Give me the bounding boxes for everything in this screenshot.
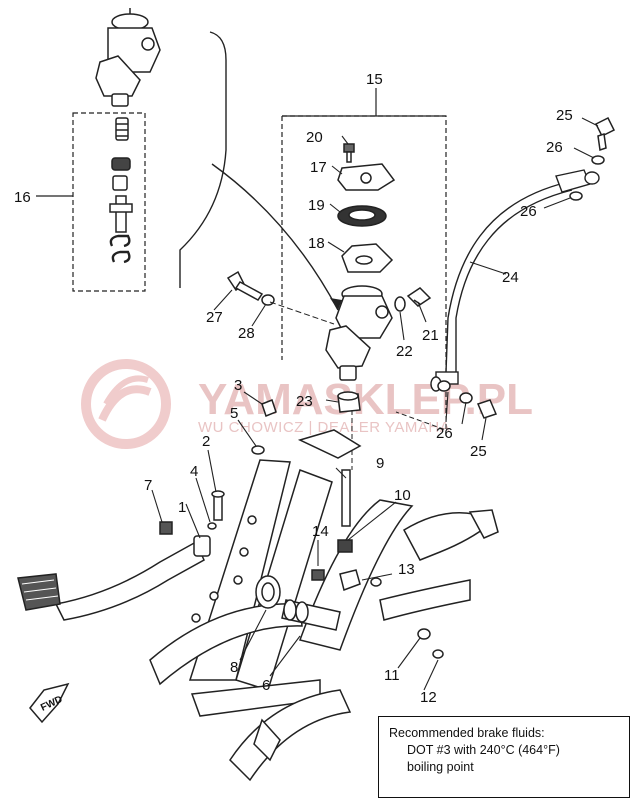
divider-curve: [179, 31, 227, 288]
callout-9: 9: [376, 455, 384, 472]
union-bolt-21: [394, 287, 432, 312]
assembly-arrow: [211, 163, 339, 311]
callout-12: 12: [420, 689, 437, 706]
small-hardware: [159, 399, 444, 659]
group-box-16: [72, 112, 146, 292]
brake-pedal-1: [17, 535, 211, 621]
callout-19: 19: [308, 197, 325, 214]
leader-lines: [151, 117, 599, 691]
callout-26-middle: 26: [520, 203, 537, 220]
assembly-arrow-head: [330, 298, 342, 310]
callout-23: 23: [296, 393, 313, 410]
callout-26-lower: 26: [436, 425, 453, 442]
master-cylinder-upper: [95, 8, 161, 107]
note-line-2: DOT #3 with 240°C (464°F): [407, 743, 560, 757]
alignment-line-28: [269, 301, 335, 325]
watermark-logo: [81, 359, 171, 449]
note-line-3: boiling point: [407, 760, 474, 774]
boot-23: [337, 391, 361, 413]
brake-hose-24: [430, 169, 600, 392]
callout-15: 15: [366, 71, 383, 88]
bolt-27: [226, 270, 275, 306]
watermark-brand: YAMASKLEP.PL: [198, 375, 533, 424]
callout-17: 17: [310, 159, 327, 176]
fwd-arrow: FWD: [29, 682, 70, 724]
watermark: YAMASKLEP.PL WU CHOWICZ | DEALER YAMAHA: [81, 359, 533, 449]
callout-2: 2: [202, 433, 210, 450]
callout-7: 7: [144, 477, 152, 494]
callout-26-upper: 26: [546, 139, 563, 156]
note-line-1: Recommended brake fluids:: [389, 726, 545, 740]
callout-28: 28: [238, 325, 255, 342]
piston-kit-16: [109, 117, 133, 264]
callout-22: 22: [396, 343, 413, 360]
callout-24: 24: [502, 269, 519, 286]
callout-5: 5: [230, 405, 238, 422]
callout-25-upper: 25: [556, 107, 573, 124]
union-bolt-25-lower: [437, 380, 498, 419]
callout-13: 13: [398, 561, 415, 578]
callout-21: 21: [422, 327, 439, 344]
callout-1: 1: [178, 499, 186, 516]
callout-18: 18: [308, 235, 325, 252]
callout-10: 10: [394, 487, 411, 504]
master-cylinder-main: [325, 285, 393, 381]
callout-27: 27: [206, 309, 223, 326]
callout-20: 20: [306, 129, 323, 146]
callout-16: 16: [14, 189, 31, 206]
callout-3: 3: [234, 377, 242, 394]
callout-6: 6: [262, 677, 270, 694]
callout-4: 4: [190, 463, 198, 480]
callout-14: 14: [312, 523, 329, 540]
brake-fluid-note: Recommended brake fluids: DOT #3 with 24…: [378, 716, 630, 798]
reservoir-cap-parts: [337, 143, 396, 273]
union-bolt-25-upper: [569, 116, 616, 201]
watermark-tagline: WU CHOWICZ | DEALER YAMAHA: [198, 419, 450, 436]
callout-11: 11: [384, 667, 400, 684]
callout-numbers: 1 2 3 4 5 6 7 8 9 10 11 12 13 14 15 16 1…: [14, 71, 573, 706]
callout-25-lower: 25: [470, 443, 487, 460]
callout-8: 8: [230, 659, 238, 676]
